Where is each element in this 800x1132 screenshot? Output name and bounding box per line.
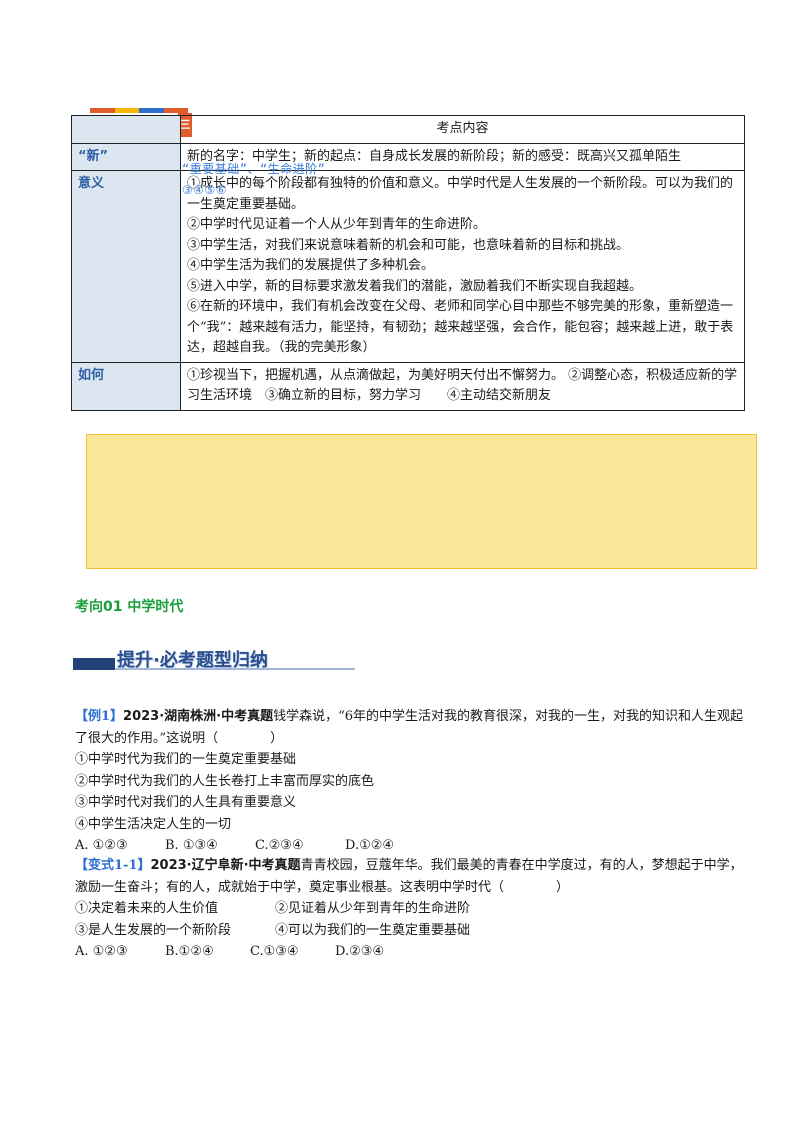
question-text: 钱学森说，“6年的中学生活对我的教育很深，对我的一生，对我的知识和人生观起了很大… xyxy=(75,709,744,746)
option-d[interactable]: D.②③④ xyxy=(335,944,385,959)
table-header-row: 考点内容 xyxy=(71,115,745,144)
question-item: ④可以为我们的一生奠定重要基础 xyxy=(275,922,471,938)
option-c[interactable]: C.①③④ xyxy=(250,944,299,959)
question-source: 2023·辽宁阜新·中考真题 xyxy=(150,858,301,873)
section-banner: 提升·必考题型归纳 xyxy=(73,646,355,672)
row-label-new: “新” xyxy=(71,142,181,171)
question-2: 【变式1-1】2023·辽宁阜新·中考真题青青校园，豆蔻年华。我们最美的青春在中… xyxy=(75,855,745,963)
question-stem: 【例1】2023·湖南株洲·中考真题钱学森说，“6年的中学生活对我的教育很深，对… xyxy=(75,706,745,749)
question-tag: 【例1】 xyxy=(75,709,124,724)
table-header: 考点内容 xyxy=(180,115,745,144)
banner-block xyxy=(73,658,115,670)
question-item: ②见证着从少年到青年的生命进阶 xyxy=(275,901,471,916)
content-line: ⑥在新的环境中，我们有机会改变在父母、老师和同学心目中那些不够完美的形象，重新塑… xyxy=(187,299,734,355)
note-box xyxy=(86,434,757,569)
row-content-new: 新的名字：中学生；新的起点：自身成长发展的新阶段；新的感受：既高兴又孤单陌生 xyxy=(180,142,745,171)
option-a[interactable]: A. ①②③ xyxy=(75,838,128,853)
question-item: ①中学时代为我们的一生奠定重要基础 xyxy=(75,752,297,767)
handwritten-note: ③④⑤⑥ xyxy=(182,183,228,197)
question-item: ①决定着未来的人生价值 xyxy=(75,901,219,916)
knowledge-table: 考点内容 “新” 新的名字：中学生；新的起点：自身成长发展的新阶段；新的感受：既… xyxy=(71,115,745,411)
question-stem: 【变式1-1】2023·辽宁阜新·中考真题青青校园，豆蔻年华。我们最美的青春在中… xyxy=(75,855,745,898)
option-c[interactable]: C.②③④ xyxy=(255,838,304,853)
content-line: ②中学时代见证着一个人从少年到青年的生命进阶。 xyxy=(187,217,487,232)
answer-options: A. ①②③ B. ①③④ C.②③④ D.①②④ xyxy=(75,835,745,857)
header-blank-cell xyxy=(71,115,181,144)
question-items-row: ①决定着未来的人生价值 ②见证着从少年到青年的生命进阶 xyxy=(75,898,745,920)
question-item: ③中学时代对我们的人生具有重要意义 xyxy=(75,795,297,810)
banner-title: 提升·必考题型归纳 xyxy=(117,650,268,671)
question-tag: 【变式1-1】 xyxy=(75,858,151,873)
content-line: 新的名字：中学生；新的起点：自身成长发展的新阶段；新的感受：既高兴又孤单陌生 xyxy=(187,148,682,164)
row-label-meaning: 意义 xyxy=(71,170,181,363)
row-content-meaning: ①成长中的每个阶段都有独特的价值和意义。中学时代是人生发展的一个新阶段。可以为我… xyxy=(180,170,745,363)
option-b[interactable]: B.①②④ xyxy=(165,944,214,959)
question-source: 2023·湖南株洲·中考真题 xyxy=(123,709,274,724)
option-d[interactable]: D.①②④ xyxy=(345,838,395,853)
handwritten-note: “重要基础”、“生命进阶” xyxy=(182,162,326,176)
option-a[interactable]: A. ①②③ xyxy=(75,944,128,959)
row-label-how: 如何 xyxy=(71,361,181,411)
table-row: 意义 ①成长中的每个阶段都有独特的价值和意义。中学时代是人生发展的一个新阶段。可… xyxy=(71,170,745,363)
table-row: 如何 ①珍视当下，把握机遇，从点滴做起，为美好明天付出不懈努力。 ②调整心态，积… xyxy=(71,361,745,411)
question-item: ③是人生发展的一个新阶段 xyxy=(75,922,232,938)
question-item: ④中学生活决定人生的一切 xyxy=(75,816,232,832)
content-line: ①成长中的每个阶段都有独特的价值和意义。中学时代是人生发展的一个新阶段。可以为我… xyxy=(187,176,734,212)
question-item: ②中学时代为我们的人生长卷打上丰富而厚实的底色 xyxy=(75,773,375,789)
row-content-how: ①珍视当下，把握机遇，从点滴做起，为美好明天付出不懈努力。 ②调整心态，积极适应… xyxy=(180,361,745,411)
section-title: 考向01 中学时代 xyxy=(75,599,184,615)
table-row: “新” 新的名字：中学生；新的起点：自身成长发展的新阶段；新的感受：既高兴又孤单… xyxy=(71,142,745,171)
question-1: 【例1】2023·湖南株洲·中考真题钱学森说，“6年的中学生活对我的教育很深，对… xyxy=(75,706,745,857)
option-b[interactable]: B. ①③④ xyxy=(165,838,218,853)
content-line: ①珍视当下，把握机遇，从点滴做起，为美好明天付出不懈努力。 ②调整心态，积极适应… xyxy=(187,367,738,404)
question-items-row: ③是人生发展的一个新阶段 ④可以为我们的一生奠定重要基础 xyxy=(75,920,745,942)
answer-options: A. ①②③ B.①②④ C.①③④ D.②③④ xyxy=(75,941,745,963)
content-line: ③中学生活，对我们来说意味着新的机会和可能，也意味着新的目标和挑战。 xyxy=(187,237,630,253)
content-line: ④中学生活为我们的发展提供了多种机会。 xyxy=(187,258,435,273)
question-text: 青青校园，豆蔻年华。我们最美的青春在中学度过，有的人，梦想起于中学，激励一生奋斗… xyxy=(75,858,743,895)
content-line: ⑤进入中学，新的目标要求激发着我们的潜能，激励着我们不断实现自我超越。 xyxy=(187,278,643,294)
decor-color-bar xyxy=(90,108,188,113)
banner-line xyxy=(115,668,355,670)
